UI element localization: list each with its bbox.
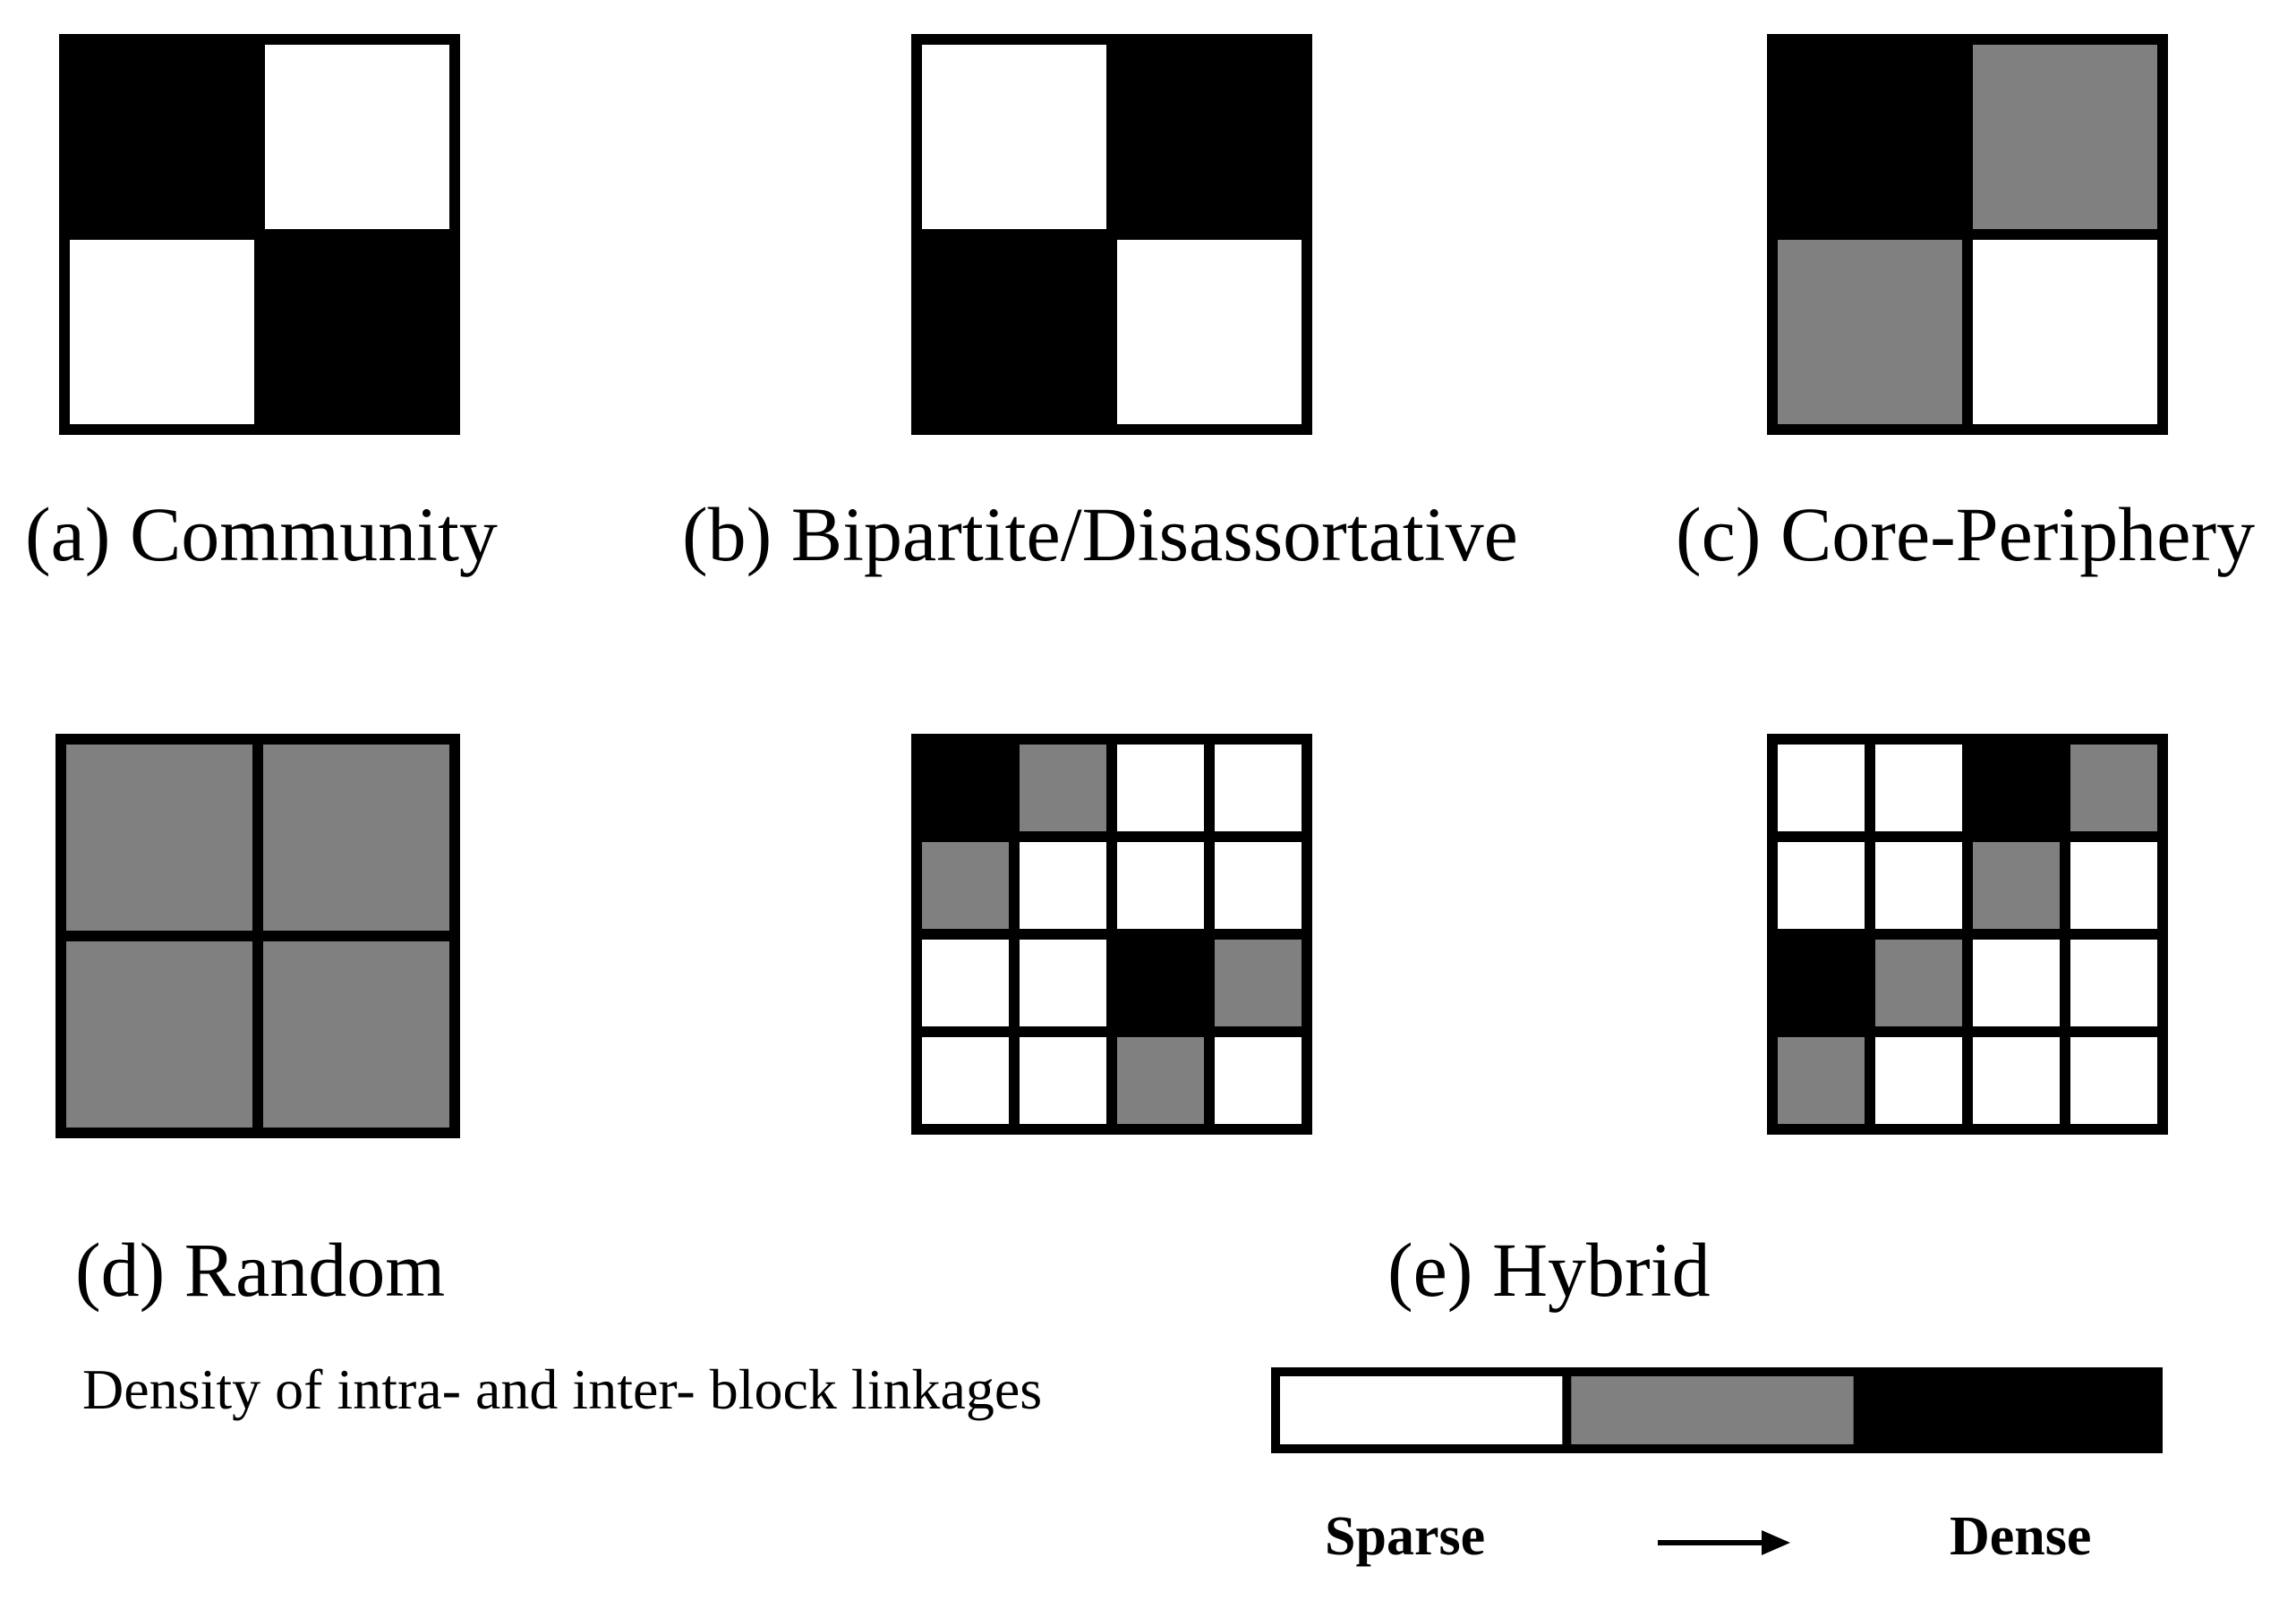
block-cell-sparse — [1875, 745, 1962, 831]
block-cell-sparse — [1117, 842, 1204, 929]
block-cell-dense — [1117, 45, 1302, 229]
block-cell-sparse — [1778, 842, 1865, 929]
block-cell-medium — [66, 745, 252, 931]
legend-swatch-dense — [1862, 1376, 2154, 1444]
legend-swatch-medium — [1571, 1376, 1854, 1444]
block-cell-sparse — [1020, 1037, 1106, 1124]
block-matrices — [55, 34, 2168, 1138]
caption-core-periphery: (c) Core-Periphery — [1676, 491, 2255, 577]
block-cell-sparse — [1973, 240, 2157, 424]
block-cell-sparse — [922, 1037, 1009, 1124]
caption-bipartite: (b) Bipartite/Disassortative — [682, 491, 1518, 577]
block-cell-sparse — [2070, 1037, 2157, 1124]
block-cell-medium — [1215, 940, 1302, 1026]
block-cell-medium — [1973, 45, 2157, 229]
block-cell-medium — [1778, 240, 1962, 424]
block-cell-sparse — [1875, 1037, 1962, 1124]
block-cell-medium — [922, 842, 1009, 929]
block-cell-dense — [1778, 45, 1962, 229]
block-cell-medium — [1020, 745, 1106, 831]
block-cell-medium — [2070, 745, 2157, 831]
caption-hybrid: (e) Hybrid — [1387, 1227, 1711, 1313]
block-matrix-c — [1767, 34, 2168, 435]
block-matrix-e1 — [911, 734, 1312, 1135]
block-cell-sparse — [922, 940, 1009, 1026]
block-matrix-e2 — [1767, 734, 2168, 1135]
legend-sparse-label: Sparse — [1325, 1506, 1485, 1567]
block-cell-dense — [1973, 745, 2060, 831]
caption-community: (a) Community — [25, 491, 498, 577]
block-cell-sparse — [70, 240, 254, 424]
block-cell-medium — [1875, 940, 1962, 1026]
block-cell-dense — [70, 45, 254, 229]
block-cell-sparse — [1020, 842, 1106, 929]
block-matrix-b — [911, 34, 1312, 435]
block-cell-sparse — [1215, 1037, 1302, 1124]
block-cell-dense — [265, 240, 449, 424]
block-cell-sparse — [2070, 842, 2157, 929]
density-color-bar — [1271, 1367, 2163, 1453]
block-cell-sparse — [2070, 940, 2157, 1026]
block-cell-sparse — [1215, 745, 1302, 831]
block-cell-medium — [66, 941, 252, 1128]
block-cell-dense — [1117, 940, 1204, 1026]
density-legend: Density of intra- and inter- block linka… — [82, 1357, 2163, 1567]
block-cell-sparse — [1973, 940, 2060, 1026]
block-cell-sparse — [1215, 842, 1302, 929]
block-cell-medium — [263, 745, 449, 931]
block-cell-sparse — [1875, 842, 1962, 929]
block-matrix-d — [55, 734, 460, 1138]
legend-title: Density of intra- and inter- block linka… — [82, 1357, 1042, 1421]
block-cell-sparse — [1117, 240, 1302, 424]
block-cell-sparse — [1778, 745, 1865, 831]
block-matrix-a — [59, 34, 460, 435]
right-arrow-icon — [1658, 1530, 1790, 1555]
block-cell-sparse — [922, 45, 1106, 229]
block-cell-dense — [922, 240, 1106, 424]
block-cell-sparse — [1973, 1037, 2060, 1124]
block-cell-medium — [263, 941, 449, 1128]
block-cell-medium — [1778, 1037, 1865, 1124]
block-cell-medium — [1973, 842, 2060, 929]
block-cell-medium — [1117, 1037, 1204, 1124]
block-cell-dense — [1778, 940, 1865, 1026]
legend-swatch-sparse — [1280, 1376, 1563, 1444]
block-cell-dense — [922, 745, 1009, 831]
block-cell-sparse — [1020, 940, 1106, 1026]
legend-dense-label: Dense — [1950, 1506, 2091, 1567]
block-cell-sparse — [265, 45, 449, 229]
block-cell-sparse — [1117, 745, 1204, 831]
caption-random: (d) Random — [75, 1227, 445, 1313]
